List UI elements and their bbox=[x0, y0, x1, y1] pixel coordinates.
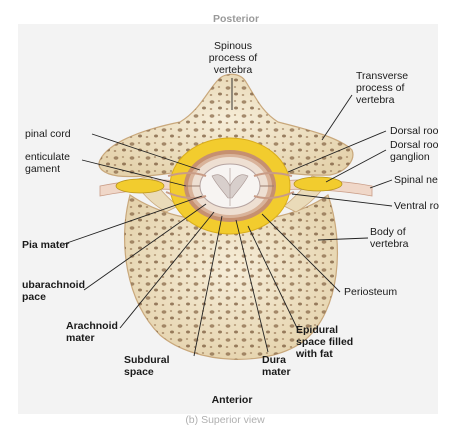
label-spinal-cord: pinal cord bbox=[25, 128, 71, 140]
caption-posterior: Posterior bbox=[206, 13, 266, 25]
label-arachnoid-mater: Arachnoid mater bbox=[66, 320, 118, 344]
label-dorsal-root: Dorsal roo bbox=[390, 125, 438, 137]
label-body-of-vertebra: Body of vertebra bbox=[370, 226, 409, 250]
label-subarachnoid-space: ubarachnoid pace bbox=[22, 279, 85, 303]
label-periosteum: Periosteum bbox=[344, 286, 397, 298]
label-transverse-process: Transverse process of vertebra bbox=[356, 70, 408, 106]
label-spinous-process: Spinous process of vertebra bbox=[200, 40, 266, 76]
caption-anterior: Anterior bbox=[200, 394, 264, 406]
label-pia-mater: Pia mater bbox=[22, 239, 69, 251]
label-denticulate-ligament: enticulate gament bbox=[25, 151, 70, 175]
figure-caption: (b) Superior view bbox=[170, 414, 280, 426]
label-subdural-space: Subdural space bbox=[124, 354, 170, 378]
label-epidural-space: Epidural space filled with fat bbox=[296, 324, 353, 360]
label-dura-mater: Dura mater bbox=[262, 354, 291, 378]
label-dorsal-root-ganglion: Dorsal roo ganglion bbox=[390, 139, 438, 163]
label-ventral-root: Ventral ro bbox=[394, 200, 439, 212]
label-spinal-nerve: Spinal ne bbox=[394, 174, 438, 186]
